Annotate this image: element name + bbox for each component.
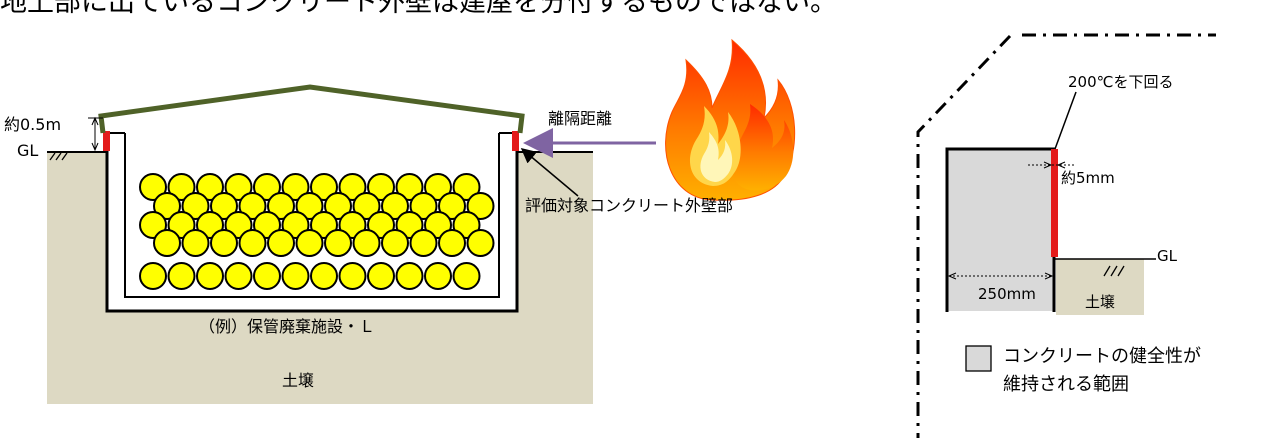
waste-drum <box>367 173 395 201</box>
waste-drum <box>466 192 495 220</box>
waste-drum <box>452 173 481 201</box>
waste-drum <box>295 229 324 257</box>
ground-hatch-right <box>1103 265 1125 277</box>
waste-drum <box>310 262 338 290</box>
temp-leader-line <box>1054 91 1077 150</box>
waste-drum <box>281 262 310 290</box>
legend-swatch <box>965 345 992 372</box>
waste-drum <box>267 229 295 257</box>
waste-drum <box>253 173 281 201</box>
waste-drum <box>395 262 424 290</box>
gl-label-left: GL <box>17 141 39 160</box>
waste-drum <box>324 229 352 257</box>
gl-label-right: GL <box>1157 247 1177 265</box>
target-wall-arrow <box>520 148 579 197</box>
waste-drum <box>196 173 224 201</box>
waste-drum <box>381 229 409 257</box>
waste-drum <box>167 262 196 290</box>
waste-drum <box>438 229 466 257</box>
waste-drum <box>139 173 167 201</box>
waste-drum-stack <box>139 173 495 290</box>
temp-label: 200℃を下回る <box>1068 73 1174 91</box>
waste-drum <box>224 262 253 290</box>
width-label: 250mm <box>978 285 1036 303</box>
fire-icon <box>665 38 796 201</box>
waste-drum <box>196 262 224 290</box>
waste-drum <box>253 262 281 290</box>
header-text: 地上部に出ているコンクリート外壁は建屋を分付するものではない。 <box>0 0 837 18</box>
hot-wall-left <box>103 131 110 151</box>
depth-arrow <box>1043 161 1066 169</box>
outer-wall <box>105 133 519 313</box>
boundary-line <box>916 33 1216 438</box>
depth-label: 約5mm <box>1061 169 1115 187</box>
ground-hatch-left <box>49 152 68 161</box>
facility-label: （例）保管廃棄施設・Ｌ <box>199 317 376 336</box>
waste-drum <box>438 192 466 220</box>
waste-drum <box>395 173 424 201</box>
hot-wall-right-detail <box>1051 149 1058 257</box>
waste-drum <box>281 173 310 201</box>
waste-drum <box>409 192 438 220</box>
waste-drum <box>238 229 267 257</box>
waste-drum <box>210 192 238 220</box>
waste-drum <box>224 173 253 201</box>
height-label: 約0.5m <box>4 115 62 134</box>
waste-drum <box>139 262 167 290</box>
waste-drum <box>181 192 210 220</box>
waste-drum <box>338 173 367 201</box>
soil-block <box>1056 259 1144 315</box>
building-roof <box>98 84 525 134</box>
waste-drum <box>295 192 324 220</box>
waste-drum <box>238 192 267 220</box>
soil-label-right: 土壌 <box>1085 293 1116 311</box>
waste-drum <box>324 192 352 220</box>
waste-drum <box>153 192 181 220</box>
target-wall-label: 評価対象コンクリート外壁部 <box>525 196 734 215</box>
waste-drum <box>352 192 381 220</box>
inner-wall <box>124 133 500 298</box>
width-dimension <box>947 272 1054 280</box>
waste-drum <box>424 173 452 201</box>
concrete-zone <box>947 149 1053 311</box>
waste-drum <box>466 229 495 257</box>
waste-drum <box>352 229 381 257</box>
waste-drum <box>381 192 409 220</box>
soil-label-left: 土壌 <box>282 371 315 390</box>
waste-drum <box>338 262 367 290</box>
waste-drum <box>167 173 196 201</box>
waste-drum <box>267 192 295 220</box>
separation-label: 離隔距離 <box>548 109 613 128</box>
waste-drum <box>310 173 338 201</box>
waste-drum <box>452 262 481 290</box>
waste-drum <box>210 229 238 257</box>
legend-line-1: コンクリートの健全性が <box>1003 346 1201 367</box>
waste-drum <box>409 229 438 257</box>
waste-drum <box>424 262 452 290</box>
waste-drum <box>181 229 210 257</box>
waste-drum <box>367 262 395 290</box>
waste-drum <box>153 229 181 257</box>
hot-wall-right <box>512 131 519 151</box>
height-dimension <box>88 116 103 153</box>
legend-line-2: 維持される範囲 <box>1003 374 1129 395</box>
